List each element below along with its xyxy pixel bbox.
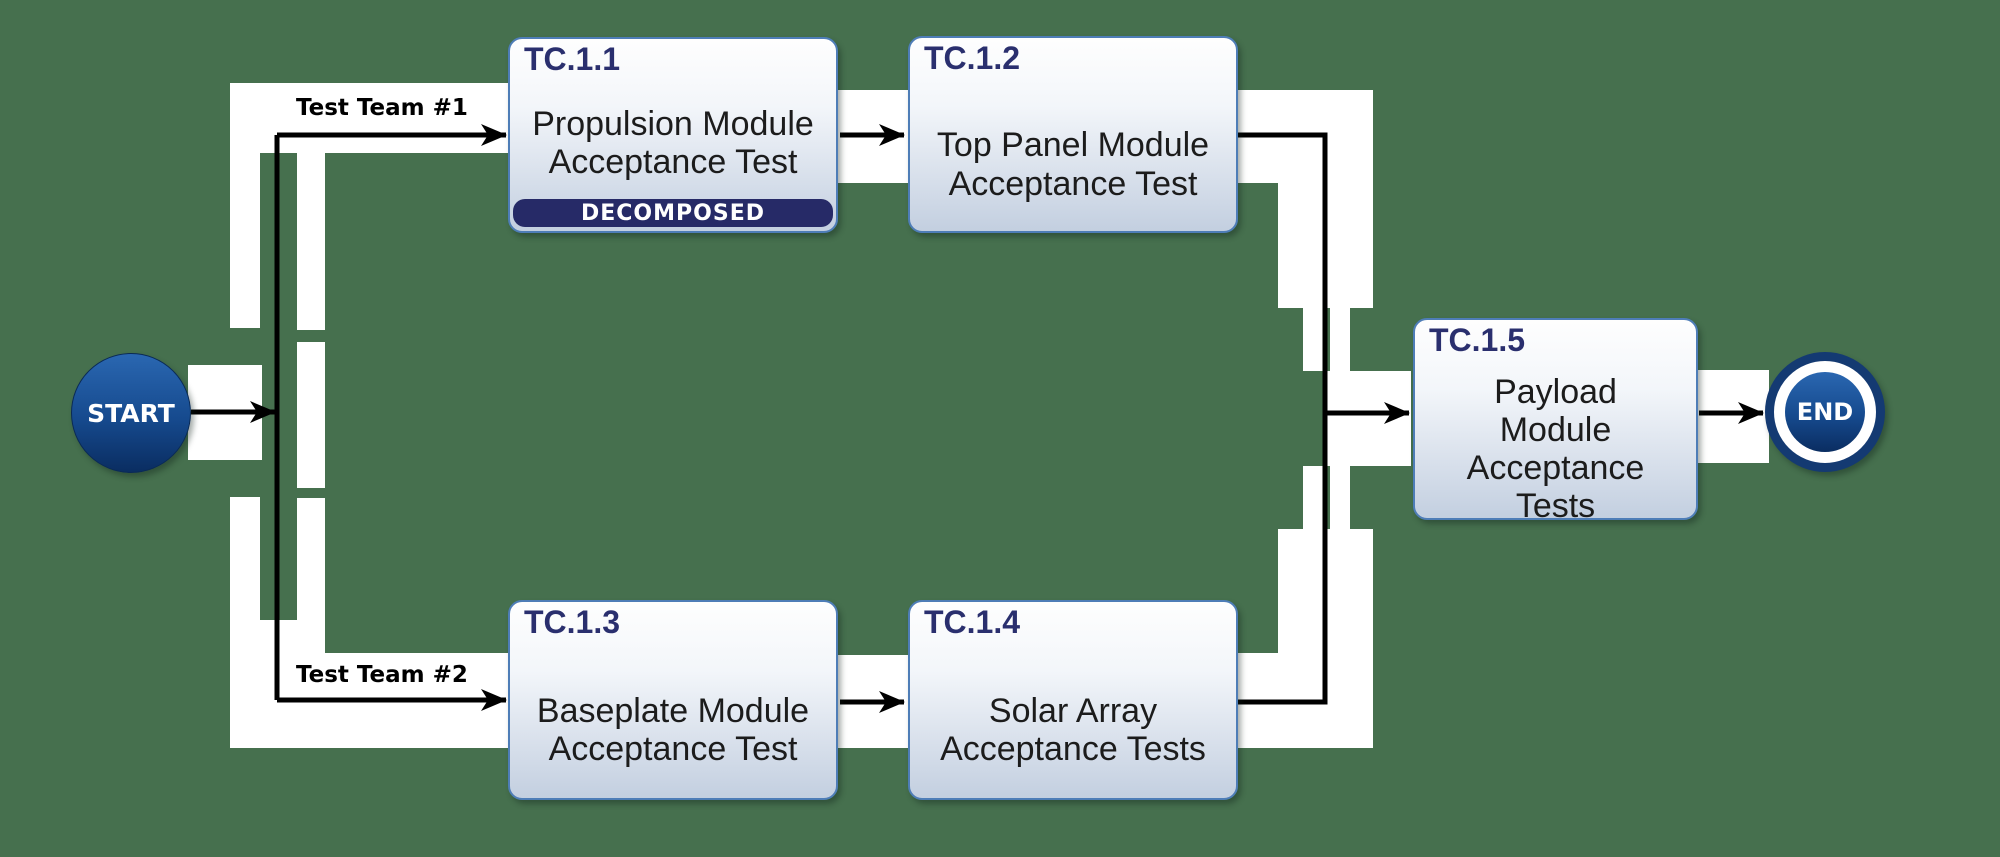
task-title: Payload Module Acceptance Tests xyxy=(1466,372,1645,526)
flow-lane-join-upper xyxy=(1278,183,1373,308)
task-node-tc12[interactable]: TC.1.2 Top Panel Module Acceptance Test xyxy=(908,36,1238,233)
edge-label-test-team-1[interactable]: Test Team #1 xyxy=(296,95,468,121)
task-title: Top Panel Module Acceptance Test xyxy=(936,126,1210,203)
task-id: TC.1.3 xyxy=(524,604,621,640)
flow-lane-fork-right-lower xyxy=(297,498,325,620)
flow-lane-tc12-out xyxy=(1237,90,1373,183)
task-title: Baseplate Module Acceptance Test xyxy=(536,691,810,768)
decomposed-badge: DECOMPOSED xyxy=(513,199,833,227)
task-id: TC.1.1 xyxy=(524,41,621,77)
task-id: TC.1.2 xyxy=(924,40,1021,76)
task-node-tc15[interactable]: TC.1.5 Payload Module Acceptance Tests xyxy=(1413,318,1698,526)
flow-lane-join-sliver-a xyxy=(1303,308,1323,371)
flow-lane-fork-right-mid xyxy=(297,342,325,488)
task-node-tc14[interactable]: TC.1.4 Solar Array Acceptance Tests xyxy=(908,600,1238,800)
edge-label-test-team-2[interactable]: Test Team #2 xyxy=(296,662,468,688)
end-node-label: END xyxy=(1796,398,1854,426)
flow-lane-join-sliver-c xyxy=(1303,466,1323,529)
flow-lane-tc15-end xyxy=(1697,370,1769,463)
flow-lane-tc15-in xyxy=(1325,371,1411,466)
flow-lane-tc11-tc12 xyxy=(838,90,908,183)
start-node-label: START xyxy=(87,398,175,428)
flow-lane-join-sliver-b xyxy=(1330,308,1350,371)
task-node-tc13[interactable]: TC.1.3 Baseplate Module Acceptance Test xyxy=(508,600,838,800)
task-node-tc11[interactable]: TC.1.1 Propulsion Module Acceptance Test… xyxy=(508,37,838,233)
start-node[interactable]: START xyxy=(71,353,191,473)
flow-lane-join-sliver-d xyxy=(1330,466,1350,529)
flow-lane-join-lower xyxy=(1278,529,1373,748)
flow-lane-fork-right-upper xyxy=(297,153,325,330)
task-title: Solar Array Acceptance Tests xyxy=(940,691,1206,768)
end-node[interactable]: END xyxy=(1765,352,1885,472)
task-title: Propulsion Module Acceptance Test xyxy=(532,104,814,181)
flow-lane-fork-left-lower xyxy=(230,497,260,620)
task-id: TC.1.5 xyxy=(1429,322,1526,358)
flow-lane-fork-left-upper xyxy=(230,153,260,328)
flow-lane-tc13-tc14 xyxy=(838,655,908,748)
end-node-inner-circle: END xyxy=(1785,372,1865,452)
flow-lane-fork-merge xyxy=(230,620,325,653)
flow-lane-start-out xyxy=(188,365,262,460)
task-id: TC.1.4 xyxy=(924,604,1021,640)
